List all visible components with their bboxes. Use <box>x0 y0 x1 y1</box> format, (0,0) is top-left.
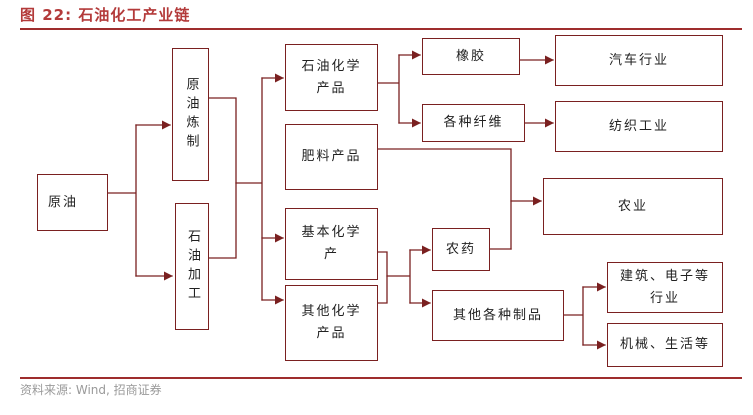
connector-crude-split <box>107 124 137 277</box>
node-crude-oil: 原油 <box>37 174 108 231</box>
footer-divider <box>20 377 742 379</box>
connector-fertilizer-agri <box>377 148 512 250</box>
node-rubber: 橡胶 <box>422 38 520 75</box>
connector-chem-split <box>386 249 411 304</box>
figure-title: 图 22: 石油化工产业链 <box>20 6 191 24</box>
node-other-products: 其他各种制品 <box>432 290 564 341</box>
connector-merge <box>235 77 263 301</box>
node-construction-electronics: 建筑、电子等行业 <box>607 262 723 313</box>
node-pesticide: 农药 <box>432 228 490 271</box>
node-auto-industry: 汽车行业 <box>555 35 723 86</box>
node-basic-chem: 基本化学产 <box>285 208 378 280</box>
connector-petro-split <box>377 54 400 124</box>
node-agriculture: 农业 <box>543 178 723 235</box>
node-fertilizer-products: 肥料产品 <box>285 124 378 190</box>
node-textile-industry: 纺织工业 <box>555 101 723 152</box>
connector-refining-out <box>208 97 237 259</box>
node-machinery-life: 机械、生活等 <box>607 323 723 367</box>
node-fibers: 各种纤维 <box>422 104 525 142</box>
node-other-chem: 其他化学产品 <box>285 285 378 361</box>
node-processing: 石油加工 <box>175 203 209 330</box>
source-note: 资料来源: Wind, 招商证券 <box>20 383 162 397</box>
node-petro-products: 石油化学产品 <box>285 44 378 111</box>
title-divider <box>20 28 742 30</box>
node-refining: 原油炼制 <box>172 48 209 181</box>
connector-products-split <box>563 286 584 346</box>
connector-basic-chem-out <box>377 251 388 304</box>
